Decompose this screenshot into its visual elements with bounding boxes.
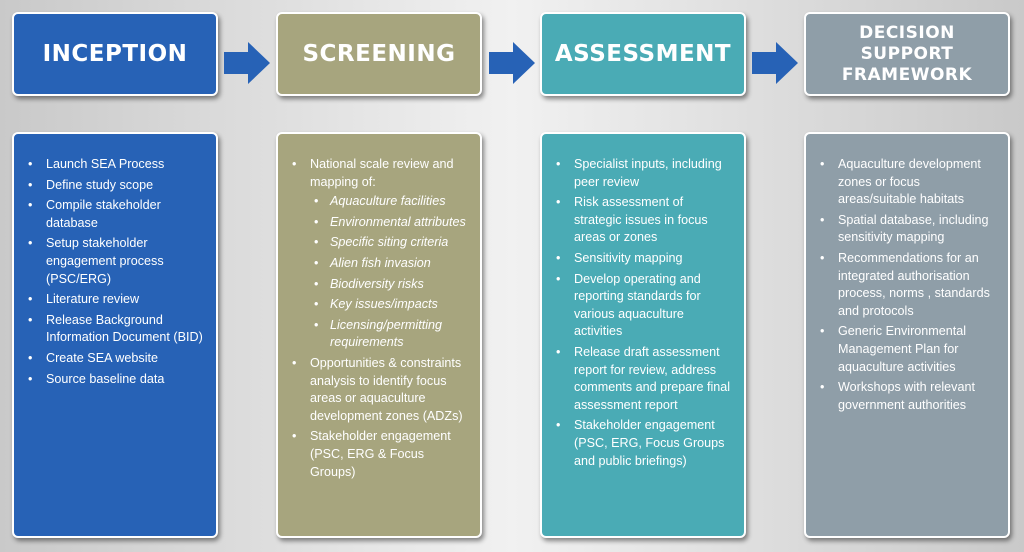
stage-header-screening: SCREENING <box>276 12 482 96</box>
list-item-text: Generic Environmental Management Plan fo… <box>838 324 967 374</box>
stage-panel-assessment: Specialist inputs, including peer review… <box>540 132 746 538</box>
list-item-text: Workshops with relevant government autho… <box>838 380 975 412</box>
list-item-text: Define study scope <box>46 177 154 192</box>
bullet-list: Specialist inputs, including peer review… <box>552 156 734 470</box>
list-item: Setup stakeholder engagement process (PS… <box>24 235 206 288</box>
stage-title-decision-support: DECISION SUPPORT FRAMEWORK <box>841 22 973 85</box>
stage-panel-screening: National scale review and mapping of: Aqu… <box>276 132 482 538</box>
stage-title-assessment: ASSESSMENT <box>554 41 732 67</box>
sub-list-item: Alien fish invasion <box>310 255 470 273</box>
stage-title-screening: SCREENING <box>302 41 456 67</box>
list-item: Define study scope <box>24 177 206 195</box>
bullet-list: Aquaculture development zones or focus a… <box>816 156 998 414</box>
bullet-list: Launch SEA ProcessDefine study scopeComp… <box>24 156 206 388</box>
arrow-right-icon <box>489 42 535 84</box>
list-item-text: Launch SEA Process <box>46 157 165 171</box>
list-item-text: Setup stakeholder engagement process (PS… <box>46 236 164 286</box>
list-item-text: Source baseline data <box>46 371 165 386</box>
list-item: Release Background Information Document … <box>24 312 206 347</box>
list-item: Source baseline data <box>24 371 206 389</box>
list-item: Compile stakeholder database <box>24 197 206 232</box>
list-item: Opportunities & constraints analysis to … <box>288 355 470 425</box>
stage-panel-inception: Launch SEA ProcessDefine study scopeComp… <box>12 132 218 538</box>
sub-list-item: Environmental attributes <box>310 214 470 232</box>
sub-list: Aquaculture facilitiesEnvironmental attr… <box>310 193 470 352</box>
list-item: Aquaculture development zones or focus a… <box>816 156 998 209</box>
list-item-text: Aquaculture development zones or focus a… <box>838 157 981 207</box>
sub-list-item: Specific siting criteria <box>310 234 470 252</box>
list-item: Spatial database, including sensitivity … <box>816 212 998 247</box>
arrow-right-icon <box>752 42 798 84</box>
list-item: National scale review and mapping of: Aqu… <box>288 156 470 352</box>
list-item-text: Opportunities & constraints analysis to … <box>310 355 463 423</box>
sub-list-item: Key issues/impacts <box>310 296 470 314</box>
stage-title-inception: INCEPTION <box>42 41 188 67</box>
stage-header-decision-support: DECISION SUPPORT FRAMEWORK <box>804 12 1010 96</box>
list-item-text: Create SEA website <box>46 350 159 365</box>
list-item-text: National scale review and mapping of: <box>310 157 454 189</box>
list-item: Recommendations for an integrated author… <box>816 250 998 320</box>
list-item-text: Specialist inputs, including peer review <box>574 157 722 189</box>
list-item-text: Literature review <box>46 292 140 307</box>
list-item: Develop operating and reporting standard… <box>552 271 734 341</box>
list-item-text: Compile stakeholder database <box>46 198 161 230</box>
list-item: Literature review <box>24 291 206 309</box>
list-item-text: Risk assessment of strategic issues in f… <box>574 195 708 245</box>
list-item: Specialist inputs, including peer review <box>552 156 734 191</box>
sub-list-item: Aquaculture facilities <box>310 193 470 211</box>
list-item: Workshops with relevant government autho… <box>816 379 998 414</box>
list-item-text: Spatial database, including sensitivity … <box>838 212 989 245</box>
bullet-list: National scale review and mapping of: Aqu… <box>288 156 470 481</box>
list-item-text: Release draft assessment report for revi… <box>574 344 731 412</box>
list-item-text: Sensitivity mapping <box>574 250 683 265</box>
stage-header-inception: INCEPTION <box>12 12 218 96</box>
list-item-text: Stakeholder engagement (PSC, ERG, Focus … <box>574 418 725 468</box>
list-item-text: Recommendations for an integrated author… <box>838 250 990 318</box>
list-item: Stakeholder engagement (PSC, ERG & Focus… <box>288 428 470 481</box>
list-item: Generic Environmental Management Plan fo… <box>816 323 998 376</box>
list-item: Launch SEA Process <box>24 156 206 174</box>
stage-panel-decision-support: Aquaculture development zones or focus a… <box>804 132 1010 538</box>
list-item: Release draft assessment report for revi… <box>552 344 734 414</box>
list-item: Create SEA website <box>24 350 206 368</box>
list-item: Stakeholder engagement (PSC, ERG, Focus … <box>552 417 734 470</box>
list-item: Risk assessment of strategic issues in f… <box>552 194 734 247</box>
list-item: Sensitivity mapping <box>552 250 734 268</box>
arrow-right-icon <box>224 42 270 84</box>
list-item-text: Release Background Information Document … <box>46 312 203 345</box>
list-item-text: Develop operating and reporting standard… <box>574 271 701 339</box>
sub-list-item: Licensing/permitting requirements <box>310 317 470 352</box>
list-item-text: Stakeholder engagement (PSC, ERG & Focus… <box>310 429 451 479</box>
stage-header-assessment: ASSESSMENT <box>540 12 746 96</box>
sub-list-item: Biodiversity risks <box>310 276 470 294</box>
